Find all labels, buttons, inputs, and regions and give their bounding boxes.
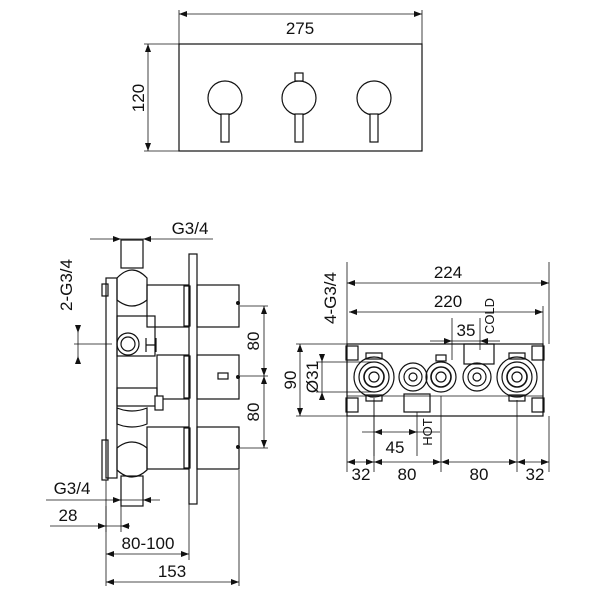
dim-90-label: 90: [281, 371, 300, 390]
handle-2: [281, 72, 317, 143]
cold-label: COLD: [482, 298, 497, 334]
dim-153: [106, 470, 240, 586]
front-top-port: [463, 343, 495, 365]
dim-35: [430, 318, 500, 360]
dim-bottom-chain: [346, 396, 550, 472]
side-body: [105, 277, 118, 479]
side-bottom-pipe: [120, 475, 144, 507]
dim-80-lower-label: 80: [244, 403, 263, 422]
top-view: 275 120: [129, 10, 423, 152]
front-view: 224 220 4-G3/4 35 COLD 90: [281, 262, 550, 484]
dim-120-label: 120: [129, 84, 148, 112]
dim-35-label: 35: [457, 321, 476, 340]
dim-d31-label: Ø31: [303, 361, 322, 393]
mounting-plate: [346, 343, 544, 417]
dim-2g34-label: 2-G3/4: [57, 259, 76, 311]
valve-left: [353, 352, 395, 402]
hot-label: HOT: [420, 418, 435, 446]
dim-bottom-32-left: 32: [352, 465, 371, 484]
dim-80-stack: [261, 306, 267, 448]
dim-bottom-g34-label: G3/4: [54, 479, 91, 498]
dim-80-upper-label: 80: [244, 332, 263, 351]
dim-d31: [316, 354, 374, 400]
side-top-pipe: [120, 239, 144, 269]
dim-80-100: [105, 480, 190, 586]
front-bottom-port: [403, 393, 431, 413]
dim-45-label: 45: [386, 438, 405, 457]
dim-120: [144, 43, 179, 152]
valve-center: [425, 354, 457, 393]
dim-80-100-label: 80-100: [122, 534, 175, 553]
dim-bottom-g34: [46, 497, 160, 503]
dim-224-label: 224: [434, 263, 462, 282]
dim-bottom-80-left: 80: [398, 465, 417, 484]
dim-220: [349, 306, 544, 344]
dim-bottom-32-right: 32: [526, 465, 545, 484]
faceplate-outline: [178, 43, 423, 152]
dim-90: [296, 343, 347, 417]
handle-3: [356, 80, 392, 143]
side-view: G3/4 2-G3/4 80 80 G3/4: [46, 219, 268, 586]
dim-bottom-80-right: 80: [470, 465, 489, 484]
dim-top-g34: [90, 236, 213, 242]
handle-1: [207, 80, 243, 143]
dim-275-label: 275: [286, 19, 314, 38]
valve-right: [496, 352, 538, 402]
valve-inner-right: [462, 362, 492, 392]
dim-275: [178, 10, 423, 44]
dim-153-label: 153: [158, 562, 186, 581]
dim-28-label: 28: [59, 506, 78, 525]
valve-inner-left: [398, 362, 428, 392]
dim-224: [346, 262, 550, 344]
dim-220-label: 220: [434, 292, 462, 311]
dim-top-g34-label: G3/4: [172, 219, 209, 238]
dim-4g34-label: 4-G3/4: [321, 272, 340, 324]
dim-2g34: [75, 325, 81, 364]
